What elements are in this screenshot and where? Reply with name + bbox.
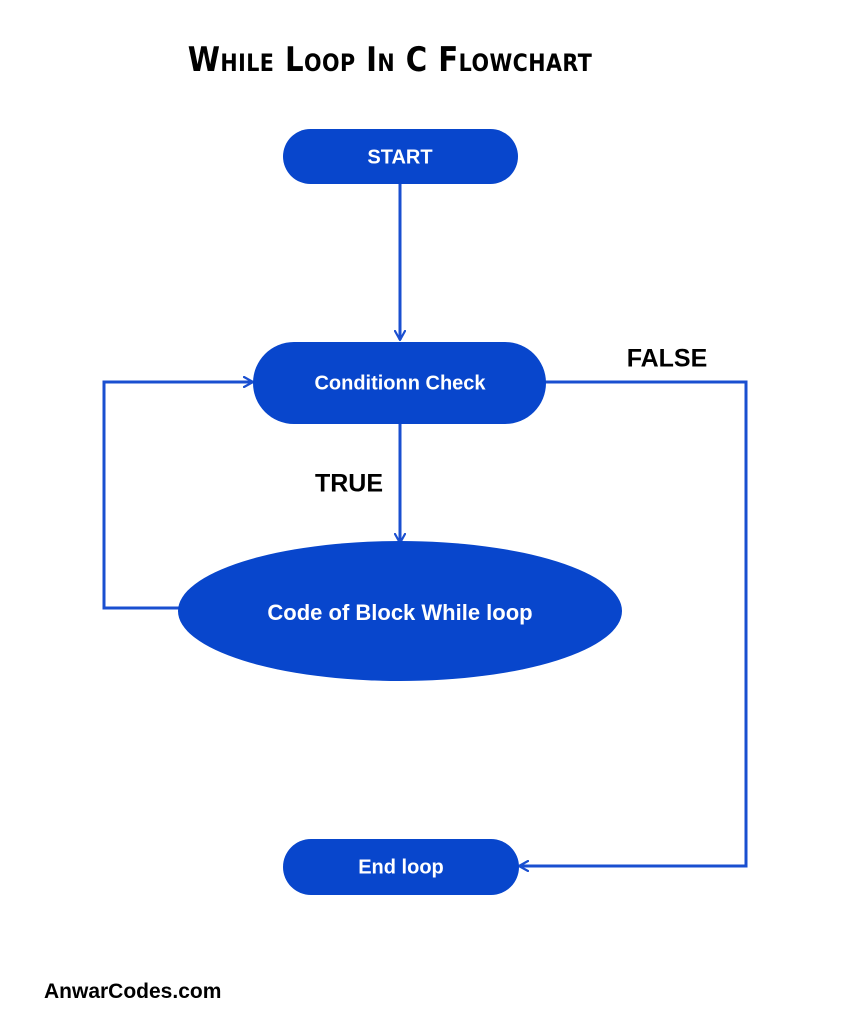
false-label: FALSE — [627, 345, 708, 373]
node-start: START — [283, 129, 518, 184]
edge-condition-false-to-end — [519, 380, 748, 866]
start-terminal-shape — [283, 129, 518, 184]
node-body: Code of Block While loop — [178, 541, 622, 681]
start-label: START — [367, 146, 432, 168]
condition-label: Conditionn Check — [314, 372, 486, 394]
diagram-title: While Loop In C Flowchart — [187, 40, 593, 80]
node-condition: Conditionn Check — [253, 342, 546, 424]
body-label: Code of Block While loop — [267, 600, 532, 625]
condition-shape — [253, 342, 546, 424]
site-footer: AnwarCodes.com — [44, 980, 222, 1003]
node-end: End loop — [283, 839, 519, 895]
connectors — [102, 183, 748, 866]
true-label: TRUE — [315, 470, 383, 498]
body-ellipse-shape — [178, 541, 622, 681]
edge-body-loop-back — [102, 382, 253, 610]
end-terminal-shape — [283, 839, 519, 895]
end-label: End loop — [358, 856, 444, 878]
